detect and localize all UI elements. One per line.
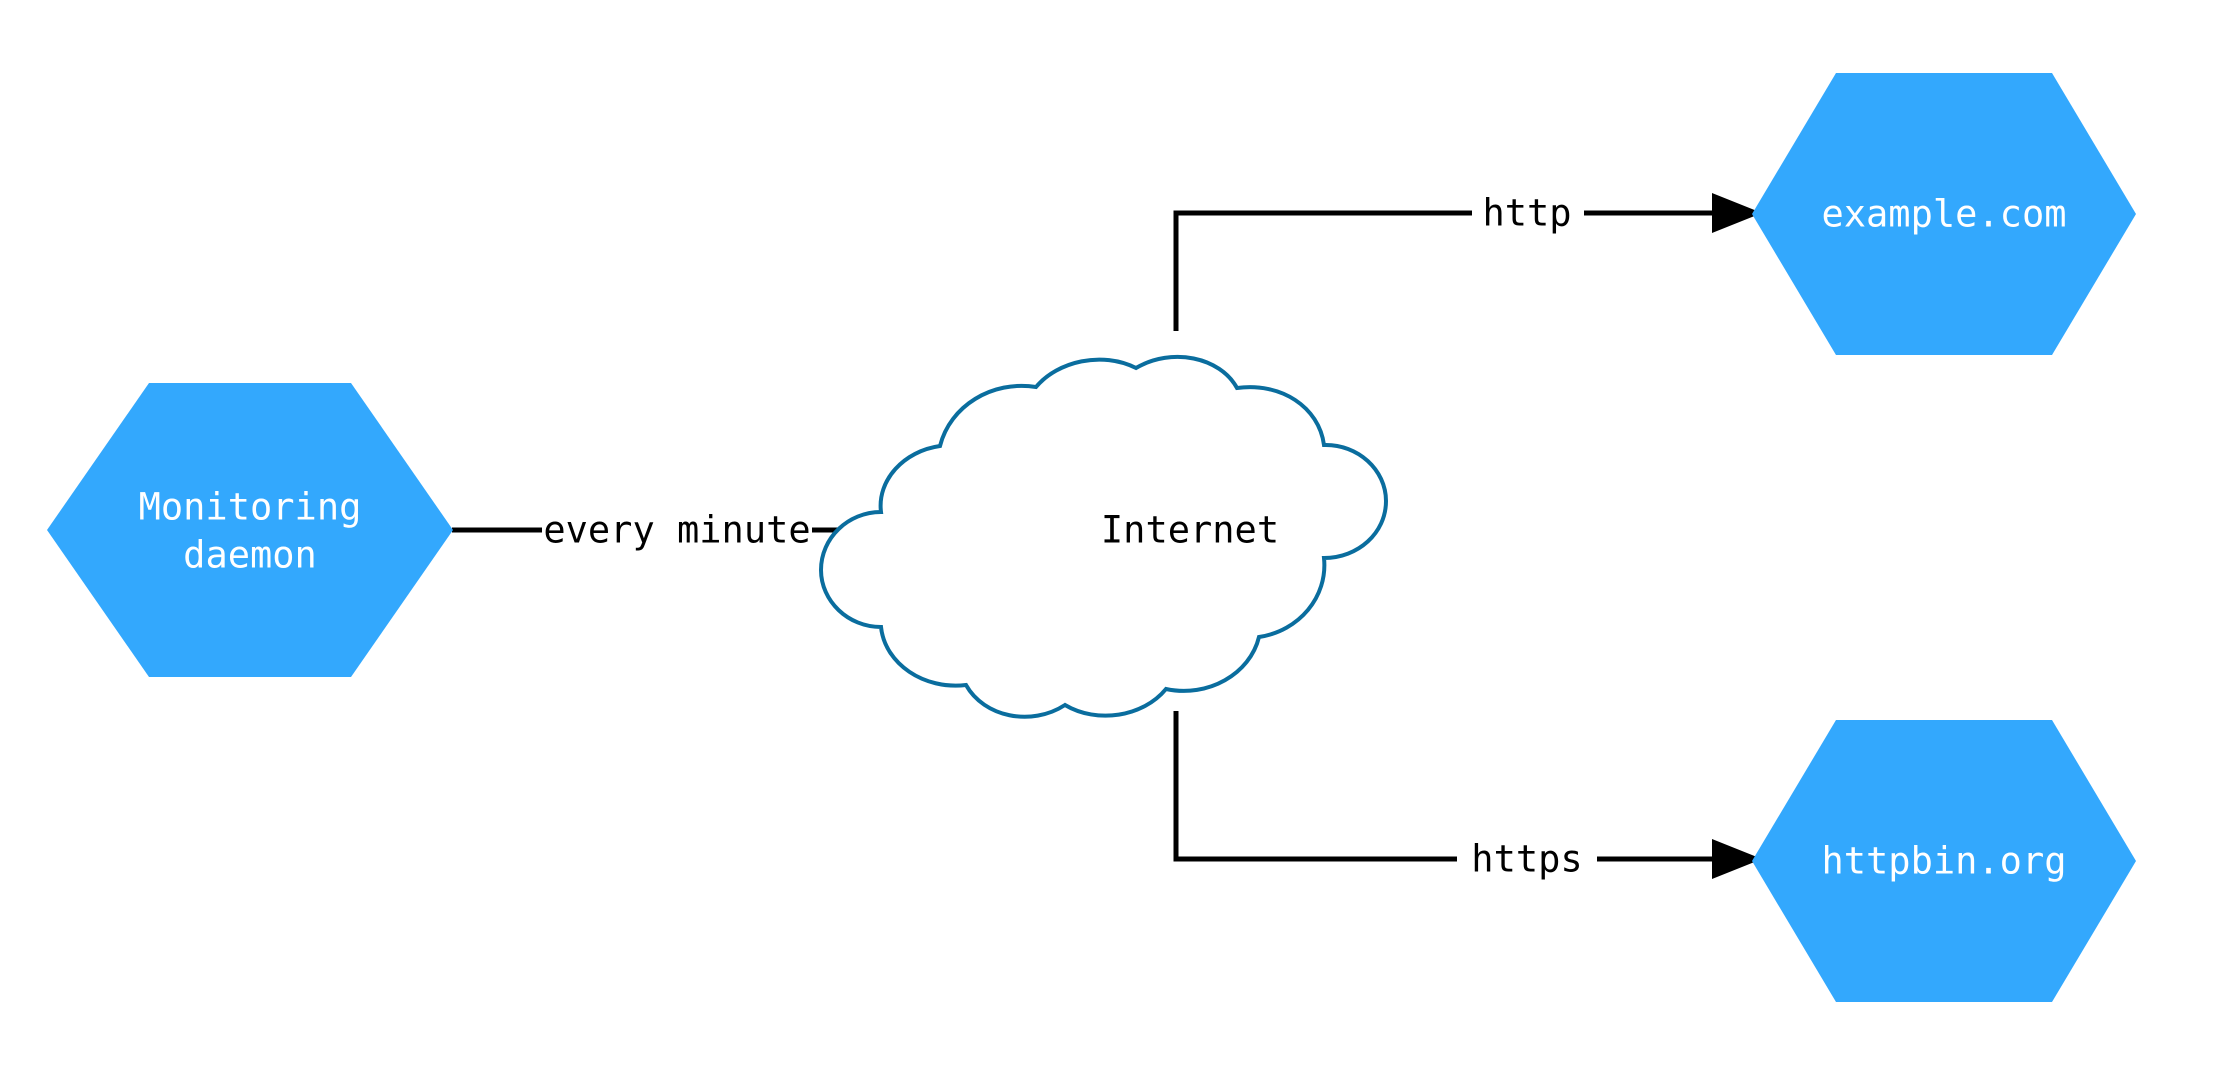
edge-internet-to-httpbin: https (1173, 711, 1762, 884)
edge-label-every-minute: every minute (543, 509, 810, 552)
node-label-line2: daemon (183, 534, 317, 577)
edge-internet-to-example: http (1173, 188, 1762, 331)
node-httpbin-org[interactable]: httpbin.org (1752, 720, 2136, 1002)
edge-label-https: https (1471, 838, 1582, 881)
edge-label-backdrop (1472, 188, 1584, 238)
node-label-line1: Monitoring (139, 486, 362, 529)
node-monitoring-daemon[interactable]: Monitoring daemon (47, 383, 453, 677)
node-label-httpbin-org: httpbin.org (1821, 840, 2066, 883)
hexagon-shape (1752, 73, 2136, 355)
node-internet[interactable]: Internet (818, 354, 1389, 719)
edge-line-internet-example (1173, 193, 1762, 331)
edge-label-backdrop (542, 505, 812, 555)
hexagon-shape (1752, 720, 2136, 1002)
node-label-example-com: example.com (1821, 193, 2066, 236)
hexagon-shape (47, 383, 453, 677)
edge-label-backdrop (1457, 834, 1597, 884)
node-label-internet: Internet (1101, 509, 1279, 552)
node-example-com[interactable]: example.com (1752, 73, 2136, 355)
cloud-shape (818, 354, 1389, 719)
edge-daemon-to-internet: every minute (452, 505, 967, 555)
edge-label-http: http (1482, 192, 1571, 235)
